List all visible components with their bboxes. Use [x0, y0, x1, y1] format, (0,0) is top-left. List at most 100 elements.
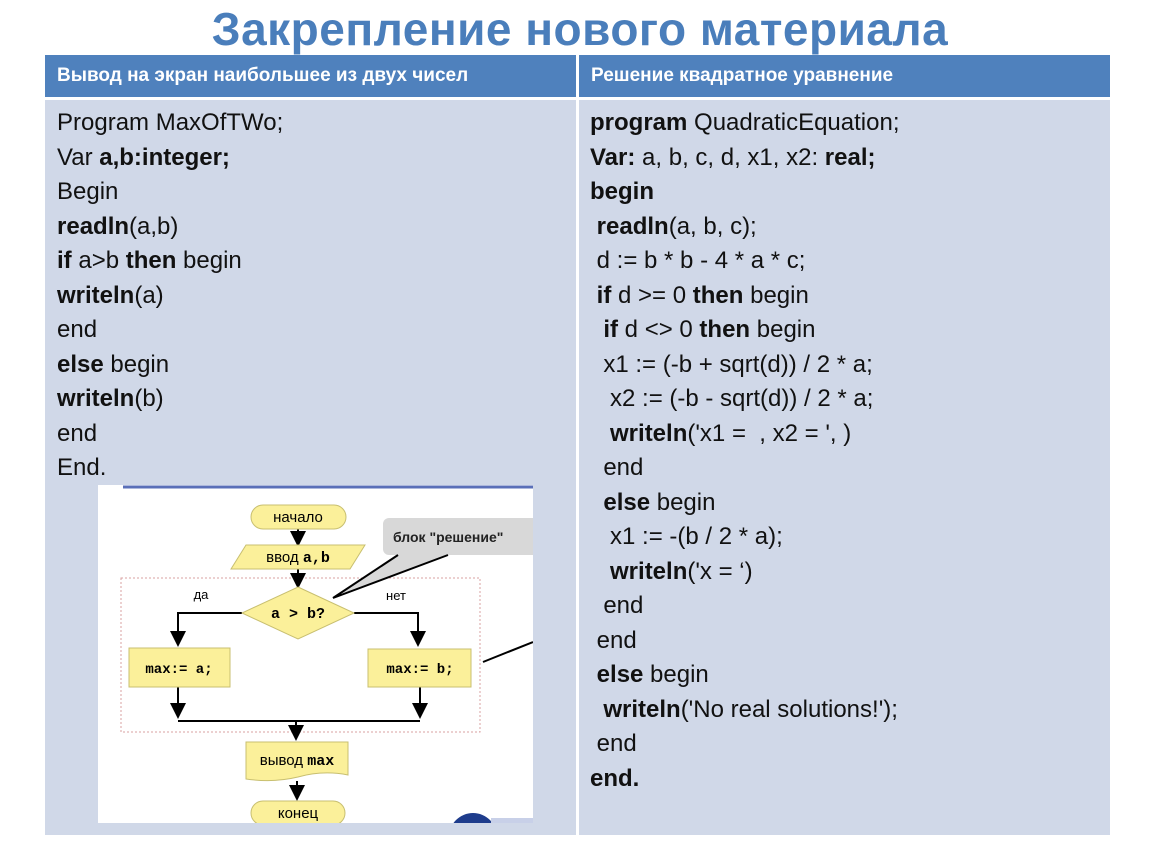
code-line: else begin — [57, 348, 283, 383]
code-keyword: then — [125, 247, 177, 274]
callout: блок "решение" — [332, 518, 543, 663]
column-header-left: Вывод на экран наибольшее из двух чисел — [45, 55, 576, 97]
cell-right — [579, 100, 1110, 835]
code-text: Program MaxOfTWo; — [57, 109, 284, 136]
code-text — [590, 696, 603, 723]
code-line: End. — [57, 451, 283, 486]
code-keyword: program — [590, 109, 688, 136]
code-text: x2 := (-b - sqrt(d)) / 2 * a; — [590, 385, 874, 412]
code-text: a, b, c, d, x1, x2: — [635, 143, 825, 171]
code-text: end — [590, 454, 644, 481]
code-text — [590, 316, 603, 343]
code-text: begin — [750, 316, 816, 343]
input-label: ввод — [266, 549, 299, 566]
code-text: begin — [650, 488, 716, 516]
yes-action-box — [128, 647, 231, 688]
code-text: d <> 0 — [618, 316, 700, 343]
code-text: ('No real solutions!'); — [680, 695, 898, 723]
code-text: Var — [57, 143, 100, 171]
no-action-label: max:= b; — [386, 662, 453, 678]
code-line: Begin — [57, 175, 283, 210]
code-line: writeln('No real solutions!'); — [590, 693, 900, 728]
code-keyword: writeln — [57, 281, 135, 309]
code-text: d >= 0 — [611, 281, 693, 309]
code-text — [590, 661, 597, 688]
code-line: program QuadraticEquation; — [590, 106, 900, 141]
code-line: end — [590, 727, 900, 762]
code-text: ('x = ‘) — [687, 557, 753, 585]
code-text: end — [590, 626, 637, 654]
code-text — [590, 558, 610, 585]
code-line: end — [590, 589, 900, 624]
column-header-right: Решение квадратное уравнение — [579, 55, 1110, 97]
code-line: x1 := -(b / 2 * a); — [590, 520, 900, 555]
input-vars: a,b — [303, 550, 330, 567]
code-keyword: if — [603, 316, 619, 343]
code-line: end — [57, 313, 283, 348]
code-line: writeln('x = ‘) — [590, 555, 900, 590]
slide-title: Закрепление нового материала — [211, 3, 949, 55]
code-text: end — [57, 419, 98, 447]
code-text: x1 := -(b / 2 * a); — [590, 523, 783, 550]
input-block — [230, 544, 366, 570]
code-text — [590, 282, 597, 309]
code-line: x2 := (-b - sqrt(d)) / 2 * a; — [590, 382, 900, 417]
code-text — [590, 489, 603, 516]
code-keyword: a,b:integer; — [99, 143, 230, 171]
code-text: (a) — [134, 281, 164, 309]
code-text: End. — [57, 454, 107, 481]
code-text: (a,b) — [129, 212, 179, 240]
code-text: end — [57, 316, 98, 343]
code-line: writeln(a) — [57, 279, 283, 314]
condition-label: a > b? — [271, 606, 325, 623]
code-line: else begin — [590, 486, 900, 521]
code-line: end — [57, 417, 283, 452]
flowchart-image: блок "решение" начало ввод a,b a > b? да… — [98, 485, 543, 861]
code-line: readln(a, b, c); — [590, 210, 900, 245]
code-keyword: writeln — [57, 385, 135, 412]
start-label: начало — [273, 509, 323, 526]
output-var: max — [307, 753, 334, 770]
code-keyword: Var: — [590, 143, 636, 171]
code-keyword: writeln — [603, 695, 681, 723]
code-line: end — [590, 624, 900, 659]
code-line: writeln('x1 = , x2 = ', ) — [590, 417, 900, 452]
svg-text:вывод max: вывод max — [260, 752, 335, 770]
code-line: Program MaxOfTWo; — [57, 106, 283, 141]
code-text: x1 := (-b + sqrt(d)) / 2 * a; — [590, 350, 873, 378]
code-line: Var: a, b, c, d, x1, x2: real; — [590, 141, 900, 176]
end-label: конец — [278, 805, 319, 822]
yes-action-label: max:= a; — [145, 662, 212, 678]
code-line: else begin — [590, 658, 900, 693]
code-text: begin — [643, 661, 709, 688]
code-text: end — [590, 592, 644, 619]
code-quadratic: program QuadraticEquation;Var: a, b, c, … — [590, 106, 900, 796]
callout-text: блок "решение" — [393, 529, 503, 545]
no-action-box — [367, 648, 472, 688]
svg-text:ввод a,b: ввод a,b — [266, 549, 330, 567]
code-line: if d <> 0 then begin — [590, 313, 900, 348]
code-line: readln(a,b) — [57, 210, 283, 245]
no-label: нет — [386, 588, 406, 603]
code-keyword: then — [692, 281, 744, 309]
output-block — [245, 741, 349, 782]
code-keyword: real; — [824, 143, 876, 171]
code-keyword: if — [596, 281, 612, 309]
code-text: ('x1 = , x2 = ', ) — [687, 419, 852, 447]
code-keyword: writeln — [610, 557, 688, 585]
code-text: (a, b, c); — [668, 212, 757, 240]
code-line: end. — [590, 762, 900, 797]
code-text — [590, 213, 597, 240]
code-text: end — [590, 730, 637, 757]
code-line: Var a,b:integer; — [57, 141, 283, 176]
code-text: a>b — [71, 247, 126, 274]
code-text: QuadraticEquation; — [687, 109, 900, 136]
yes-label: да — [194, 587, 210, 602]
code-line: if d >= 0 then begin — [590, 279, 900, 314]
code-line: if a>b then begin — [57, 244, 283, 279]
code-text — [590, 420, 610, 447]
code-line: x1 := (-b + sqrt(d)) / 2 * a; — [590, 348, 900, 383]
condition-diamond — [240, 586, 356, 640]
code-keyword: begin — [590, 178, 654, 205]
